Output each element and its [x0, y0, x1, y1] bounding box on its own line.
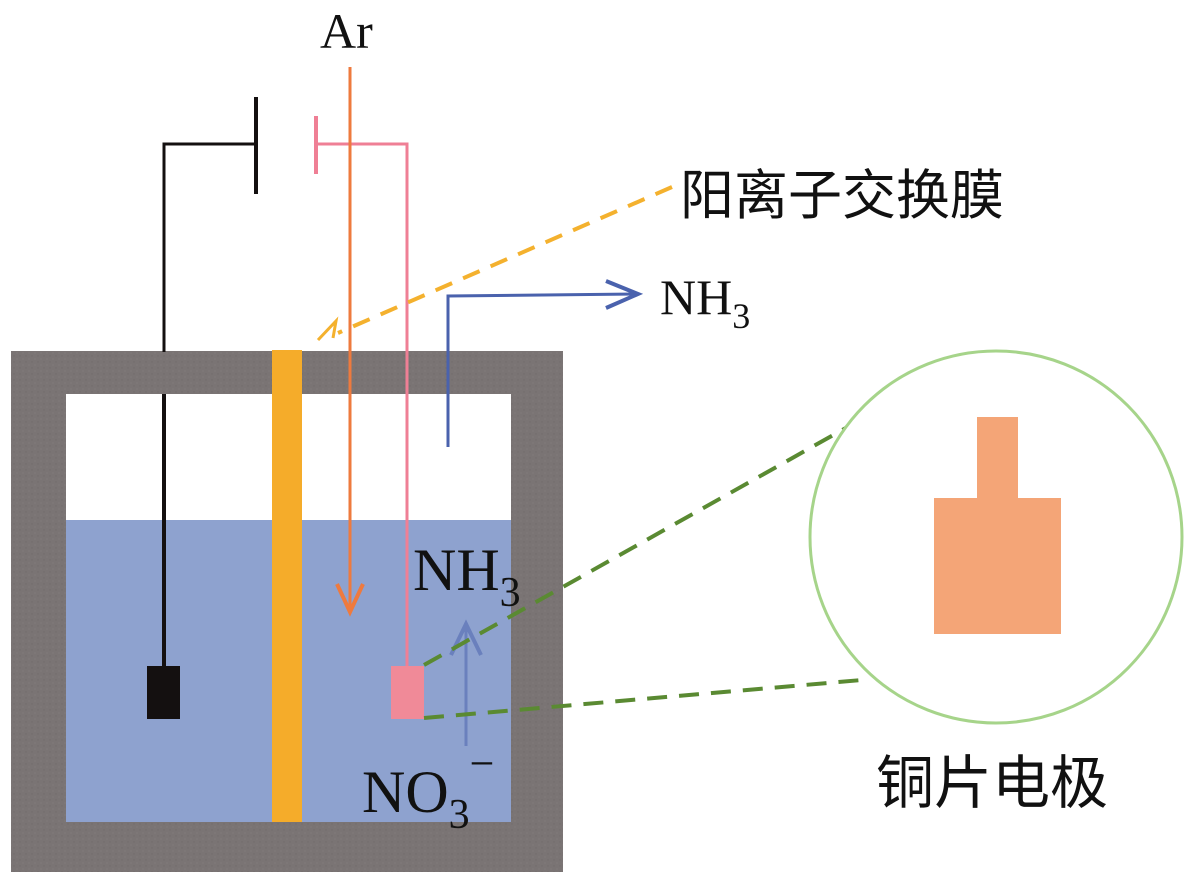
nh3-outlet-arrow-head: [605, 279, 644, 310]
anode-wire: [162, 142, 256, 352]
cation-exchange-membrane: [272, 350, 302, 822]
nh3-solution-sub: 3: [500, 570, 521, 616]
anode-assembly: [147, 97, 258, 719]
anode: [147, 666, 180, 719]
conversion-arrow-head: [449, 619, 483, 656]
nh3-out-label: NH3: [660, 269, 750, 336]
ar-arrow-head: [335, 583, 365, 617]
membrane-pointer-dash: [337, 185, 673, 335]
copper-electrode-plate: [934, 498, 1061, 634]
callout-dash-top: [423, 418, 861, 667]
copper-electrode-label: 铜片电极: [876, 749, 1108, 817]
nh3-outlet-line: [446, 292, 639, 447]
nh3-out-sub: 3: [732, 296, 750, 336]
no3-sub: 3: [449, 792, 470, 838]
no3-label: NO3−: [362, 739, 495, 838]
cathode-copper-electrode: [391, 666, 424, 719]
nh3-solution-main: NH: [413, 537, 500, 603]
cathode-wire: [316, 142, 409, 668]
no3-main: NO: [362, 759, 449, 825]
conversion-arrow: [449, 619, 483, 746]
electrode-callout: [808, 349, 1184, 725]
callout-dash-bottom: [423, 678, 863, 720]
nh3-outlet: [446, 279, 644, 447]
nh3-out-main: NH: [660, 269, 732, 325]
copper-electrode-tab: [977, 417, 1018, 499]
ar-inlet: [335, 67, 365, 617]
membrane-pointer-tip: [316, 316, 339, 342]
ar-label: Ar: [320, 3, 373, 59]
membrane-label: 阳离子交换膜: [680, 164, 1004, 227]
cathode-assembly: [314, 116, 424, 719]
no3-charge: −: [470, 739, 495, 788]
membrane-pointer: [316, 185, 673, 342]
nh3-solution-label: NH3: [413, 537, 521, 616]
